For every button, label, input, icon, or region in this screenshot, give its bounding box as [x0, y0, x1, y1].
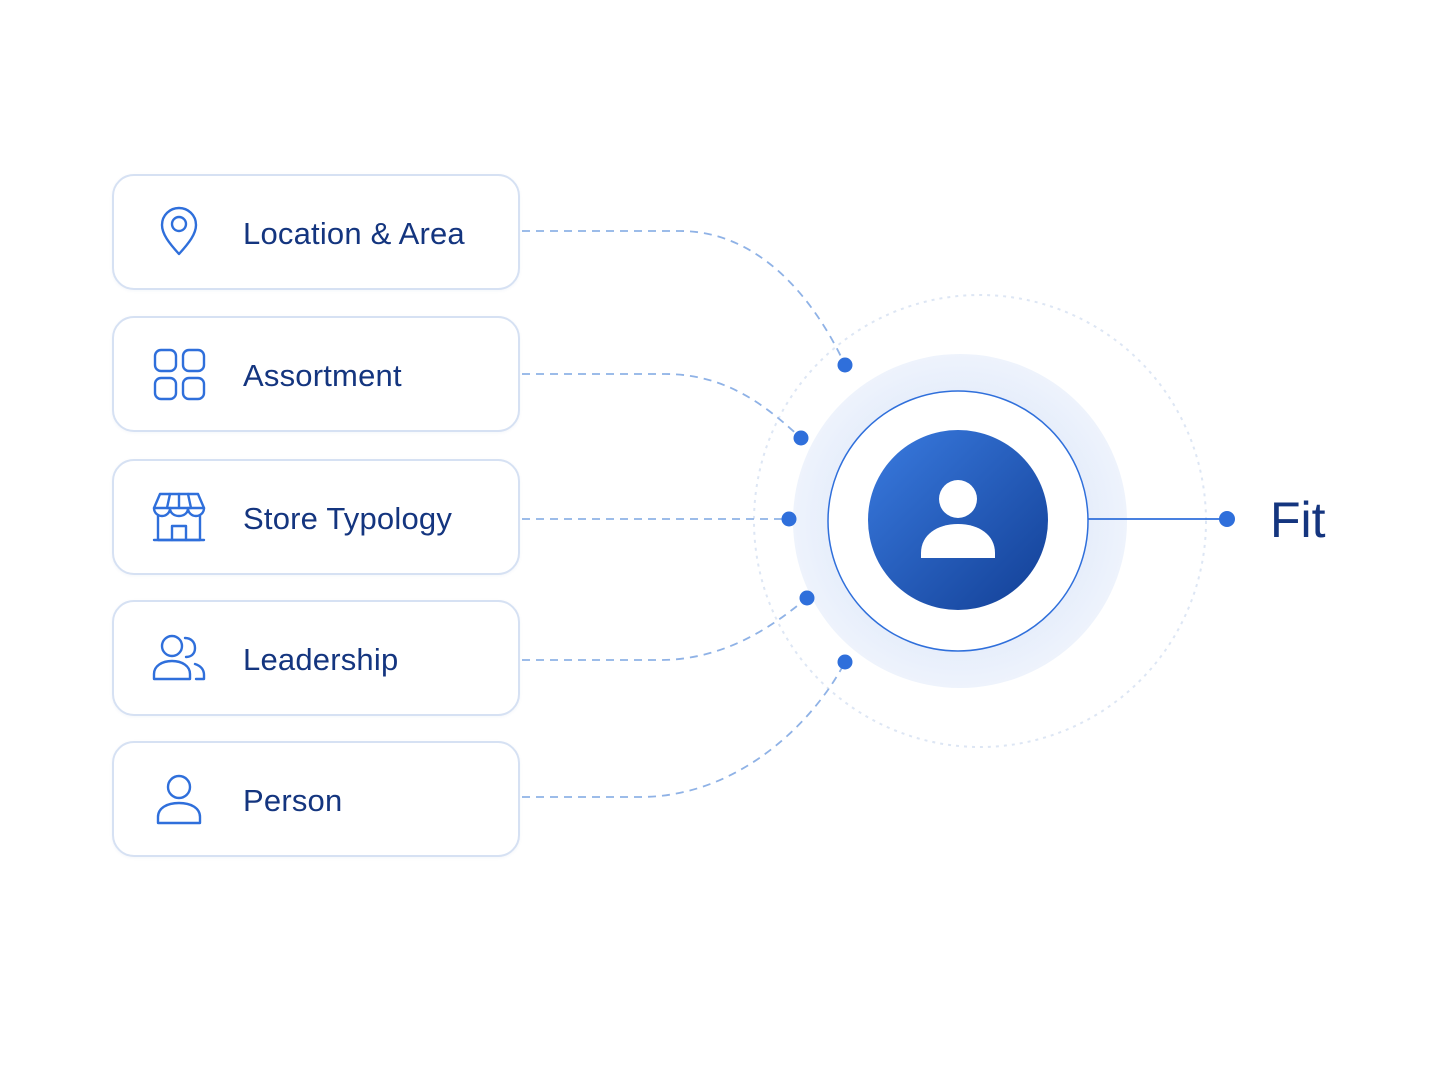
person-icon — [150, 770, 208, 828]
connector-leadership — [522, 597, 808, 661]
factor-card-store-typology: Store Typology — [112, 459, 520, 575]
factor-label: Leadership — [243, 642, 399, 677]
grid-icon — [150, 345, 208, 403]
output-label: Fit — [1270, 492, 1326, 548]
connector-location — [522, 230, 846, 366]
connector-assortment — [522, 373, 802, 439]
connector-person — [522, 661, 846, 798]
connector-dot — [793, 430, 809, 446]
connector-dot — [799, 590, 815, 606]
factor-label: Store Typology — [243, 501, 453, 536]
team-icon — [150, 629, 208, 687]
output-dot — [1219, 511, 1235, 527]
connector-dot — [837, 654, 853, 670]
factor-card-assortment: Assortment — [112, 316, 520, 432]
factor-label: Assortment — [243, 358, 402, 393]
factor-card-person: Person — [112, 741, 520, 857]
factor-card-leadership: Leadership — [112, 600, 520, 716]
factor-card-location: Location & Area — [112, 174, 520, 290]
factor-label: Location & Area — [243, 216, 465, 251]
storefront-icon — [150, 488, 208, 546]
factor-label: Person — [243, 783, 343, 818]
connector-dot — [837, 357, 853, 373]
location-pin-icon — [150, 203, 208, 261]
connector-dot — [781, 511, 797, 527]
outer-ring — [753, 294, 1207, 748]
user-avatar-icon — [868, 430, 1048, 610]
